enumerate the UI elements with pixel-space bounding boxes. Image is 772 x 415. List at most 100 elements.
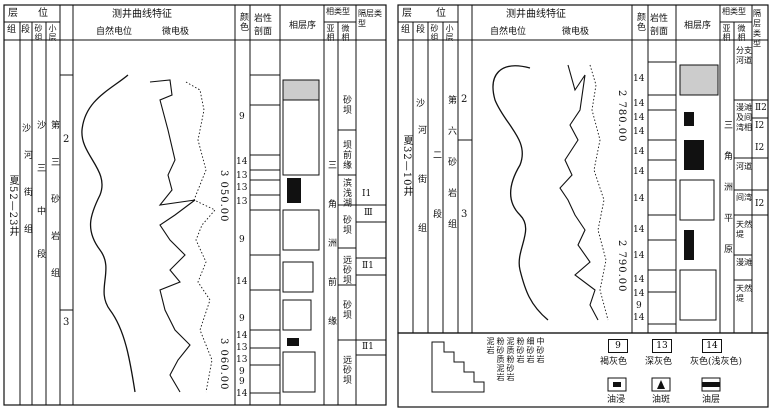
- sp-curve-right: [492, 65, 549, 321]
- color-code: 13: [236, 355, 248, 365]
- microfacies-left: 砂坝: [341, 300, 351, 320]
- hdr-xiaoceng-left: 小层: [48, 24, 57, 42]
- legend-symbol-oil-immersion: 油浸: [607, 395, 626, 405]
- hdr-duan-left: 段: [21, 25, 31, 35]
- microfacies-right: 天然堤: [736, 284, 752, 303]
- hdr-zu-right: 组: [401, 25, 411, 35]
- microfacies-left: 砂坝: [341, 215, 351, 235]
- hdr-seq-right: 相层序: [684, 21, 712, 31]
- hdr-curve-left: 测井曲线特征: [112, 9, 172, 20]
- barrier-right: Ⅰ2: [755, 199, 765, 209]
- microfacies-right: 漫滩及间湾相: [736, 103, 752, 132]
- hdr-seq-left: 相层序: [289, 21, 317, 31]
- color-code: 14: [633, 275, 645, 285]
- depth-2790-right: 2 790.00: [616, 240, 627, 293]
- legend-color-code-14: 14: [702, 339, 722, 353]
- duan-left: 沙三中段: [35, 120, 45, 292]
- hdr-subfacies-right: 亚相: [722, 24, 731, 42]
- hdr-facies-type-left: 相类型: [326, 7, 350, 16]
- legend-lith-3: 泥质粉砂岩: [506, 337, 515, 382]
- microfacies-right: 河道: [736, 162, 752, 171]
- legend-symbol-oil-spot: 油斑: [652, 395, 671, 405]
- micro-curve-dotted-left: [185, 81, 216, 393]
- hdr-microfacies-right: 微相: [737, 24, 746, 42]
- hdr-sp-right: 自然电位: [490, 27, 527, 37]
- sublayer-2-left: 2: [63, 134, 70, 145]
- hdr-color-left: 颜色: [238, 12, 248, 32]
- legend-color-label-9: 褐灰色: [600, 357, 628, 367]
- hdr-subfacies-left: 亚相: [326, 24, 335, 42]
- legend-lith-4: 粉砂岩: [516, 337, 525, 364]
- subfacies-right: 三角洲平原: [722, 120, 732, 275]
- hdr-sp-left: 自然电位: [96, 27, 133, 37]
- hdr-duan-right: 段: [416, 25, 426, 35]
- barrier-left: Ⅲ: [364, 208, 373, 218]
- hdr-curve-right: 测井曲线特征: [506, 9, 566, 20]
- color-code: 9: [239, 235, 245, 245]
- legend-color-code-9: 9: [608, 339, 628, 353]
- hdr-ceng-right: 层: [402, 8, 412, 19]
- color-code: 13: [236, 197, 248, 207]
- color-code: 14: [633, 289, 645, 299]
- legend-lith-2: 粉砂质泥岩: [496, 337, 505, 382]
- barrier-right: Ⅱ2: [755, 103, 767, 113]
- hdr-lith-right: 岩性剖面: [650, 14, 669, 37]
- color-code: 14: [236, 389, 248, 399]
- color-code: 9: [239, 377, 245, 387]
- well-name-left: 夏52—23井: [7, 175, 18, 238]
- microfacies-left: 滨浅湖: [341, 178, 351, 208]
- color-code: 14: [633, 225, 645, 235]
- hdr-ceng-left: 层: [8, 8, 18, 19]
- micro-curve-left: [149, 79, 196, 393]
- color-code: 14: [633, 127, 645, 137]
- hdr-facies-type-right: 相类型: [722, 7, 746, 16]
- sp-curve-left: [81, 74, 136, 393]
- microfacies-left: 远砂坝: [341, 355, 351, 385]
- barrier-right: Ⅰ2: [755, 121, 765, 131]
- hdr-xiaoceng-right: 小层: [445, 24, 454, 42]
- legend-lith-1: 泥岩: [486, 337, 495, 355]
- microfacies-left: 砂坝: [341, 95, 351, 115]
- legend-symbol-oil-layer: 油层: [702, 395, 721, 405]
- legend-lith-6: 中砂岩: [536, 337, 545, 364]
- barrier-left: Ⅱ1: [362, 342, 374, 352]
- color-code: 14: [633, 113, 645, 123]
- color-code: 14: [236, 331, 248, 341]
- sha-left: 沙: [22, 124, 32, 134]
- microfacies-left: 坝前缘: [341, 140, 351, 170]
- color-code: 14: [633, 74, 645, 84]
- hdr-micro-left: 微电极: [162, 27, 190, 37]
- color-code: 14: [633, 251, 645, 261]
- depth-3060-left: 3 060.00: [218, 338, 229, 391]
- sublayer-3-left: 3: [63, 317, 70, 328]
- color-code: 13: [236, 183, 248, 193]
- legend-lith-5: 细砂岩: [526, 337, 535, 364]
- microfacies-right: 天然堤: [736, 220, 752, 239]
- sublayer-2-right: 2: [461, 94, 468, 105]
- depth-3050-left: 3 050.00: [218, 170, 229, 223]
- hdr-microfacies-left: 微相: [341, 24, 350, 42]
- shazu-left: 第三砂岩组: [49, 120, 59, 305]
- microfacies-left: 远砂坝: [341, 255, 351, 285]
- barrier-right: Ⅰ2: [755, 143, 765, 153]
- hdr-barrier-left: 隔层类型: [358, 9, 382, 28]
- color-code: 14: [633, 313, 645, 323]
- color-code: 9: [239, 314, 245, 324]
- hdr-wei-right: 位: [436, 8, 446, 19]
- color-code: 14: [236, 157, 248, 167]
- legend-color-label-13: 深灰色: [645, 357, 673, 367]
- color-code: 9: [636, 301, 642, 311]
- shazu-right: 第六砂岩组: [446, 95, 456, 250]
- legend-color-code-13: 13: [652, 339, 672, 353]
- microfacies-right: 漫滩: [736, 258, 752, 267]
- zu-right: 河街组: [416, 125, 426, 272]
- sha-right: 沙: [416, 99, 426, 109]
- microfacies-right: 间湾: [736, 193, 752, 202]
- color-code: 9: [239, 367, 245, 377]
- sublayer-3-right: 3: [461, 209, 468, 220]
- hdr-barrier-right: 隔层类型: [753, 9, 761, 48]
- hdr-lith-left: 岩性剖面: [254, 14, 273, 37]
- micro-curve-dotted-right: [589, 64, 609, 321]
